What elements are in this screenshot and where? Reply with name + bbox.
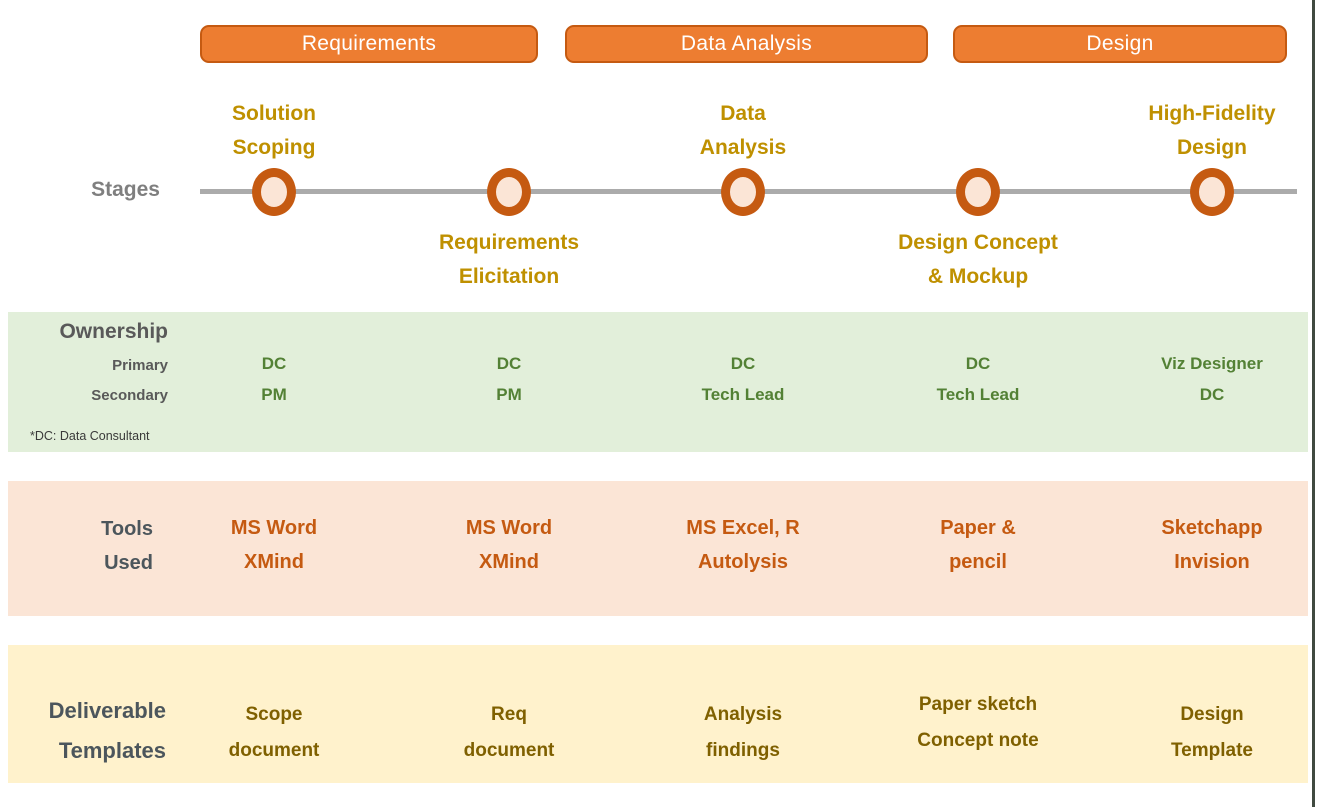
deliverables-title-line1: Deliverable xyxy=(48,698,166,723)
deliverables-section: Deliverable Templates Scope document Req… xyxy=(8,645,1308,783)
tools-section: Tools Used MS Word XMind MS Word XMind M… xyxy=(8,481,1308,616)
tools-cell-line: Invision xyxy=(1174,551,1250,573)
stage-label-solution-scoping: Solution Scoping xyxy=(174,97,374,165)
stage-label-line: High-Fidelity xyxy=(1148,102,1276,125)
deliverables-title-line2: Templates xyxy=(58,738,166,763)
tools-cell-line: MS Word xyxy=(465,517,553,539)
milestone-dot-requirements-elicitation xyxy=(487,168,531,216)
stage-label-design-concept-mockup: Design Concept & Mockup xyxy=(878,226,1078,294)
milestone-dot-data-analysis xyxy=(721,168,765,216)
ownership-primary-label: Primary xyxy=(112,357,168,374)
ownership-footnote: *DC: Data Consultant xyxy=(30,429,150,443)
tools-cell-line: XMind xyxy=(244,551,304,573)
stage-label-line: Scoping xyxy=(232,136,316,159)
stage-label-line: Analysis xyxy=(699,136,787,159)
ownership-primary-cell: DC xyxy=(965,354,991,373)
stage-label-line: Data xyxy=(720,102,766,125)
deliverable-cell-line: Paper sketch xyxy=(918,694,1038,715)
deliverable-cell-line: Template xyxy=(1170,740,1253,761)
deliverable-cell-line: Concept note xyxy=(917,730,1039,751)
ownership-secondary-label: Secondary xyxy=(91,387,168,404)
deliverable-cell-line: findings xyxy=(706,740,780,761)
deliverable-cell-line: Scope xyxy=(245,704,303,725)
phase-pill-data-analysis: Data Analysis xyxy=(565,25,928,63)
tools-title-line2: Used xyxy=(104,552,153,574)
milestone-dot-solution-scoping xyxy=(252,168,296,216)
deliverable-cell-line: Design xyxy=(1180,704,1244,725)
ownership-primary-cell: DC xyxy=(261,354,287,373)
ownership-primary-cell: Viz Designer xyxy=(1161,354,1263,373)
milestone-dot-design-concept xyxy=(956,168,1000,216)
ownership-secondary-cell: PM xyxy=(496,385,522,404)
tools-cell-line: MS Word xyxy=(230,517,318,539)
ownership-secondary-cell: DC xyxy=(1199,385,1225,404)
stages-axis-label: Stages xyxy=(91,178,160,201)
tools-cell: Sketchapp Invision xyxy=(1102,511,1320,579)
deliverable-cell: Req document xyxy=(399,697,619,769)
ownership-primary-cell: DC xyxy=(496,354,522,373)
tools-cell-line: Sketchapp xyxy=(1161,517,1263,539)
deliverable-cell: Analysis findings xyxy=(633,697,853,769)
tools-cell-line: MS Excel, R xyxy=(686,517,800,539)
tools-cell: MS Word XMind xyxy=(399,511,619,579)
milestone-dot-high-fidelity-design xyxy=(1190,168,1234,216)
ownership-primary-cell: DC xyxy=(730,354,756,373)
deliverable-cell: Scope document xyxy=(164,697,384,769)
stage-label-high-fidelity-design: High-Fidelity Design xyxy=(1112,97,1312,165)
deliverable-cell-line: Analysis xyxy=(703,704,783,725)
phase-pill-requirements: Requirements xyxy=(200,25,538,63)
deliverable-cell-line: document xyxy=(228,740,320,761)
ownership-secondary-cell: PM xyxy=(261,385,287,404)
stage-label-line: Solution xyxy=(232,102,316,125)
phase-pill-design: Design xyxy=(953,25,1287,63)
stage-label-requirements-elicitation: Requirements Elicitation xyxy=(409,226,609,294)
tools-cell-line: XMind xyxy=(479,551,539,573)
stage-label-line: & Mockup xyxy=(927,265,1029,288)
tools-cell-line: Autolysis xyxy=(697,551,789,573)
phase-pill-label: Requirements xyxy=(301,32,437,55)
tools-cell: MS Word XMind xyxy=(164,511,384,579)
ownership-secondary-cell: Tech Lead xyxy=(701,385,785,404)
tools-cell: Paper & pencil xyxy=(868,511,1088,579)
stage-label-line: Elicitation xyxy=(458,265,560,288)
ownership-title: Ownership xyxy=(59,320,168,343)
deliverable-cell-line: Req xyxy=(491,704,527,725)
stage-label-line: Design xyxy=(1176,136,1247,159)
phase-pill-label: Data Analysis xyxy=(680,32,813,55)
stage-label-line: Requirements xyxy=(438,231,580,254)
ownership-section: Ownership Primary Secondary *DC: Data Co… xyxy=(8,312,1308,452)
stage-label-line: Design Concept xyxy=(898,231,1058,254)
deliverable-cell: Design Template xyxy=(1102,697,1320,769)
phase-pill-label: Design xyxy=(1086,32,1154,55)
tools-cell: MS Excel, R Autolysis xyxy=(633,511,853,579)
deliverable-cell-line: document xyxy=(463,740,555,761)
stage-label-data-analysis: Data Analysis xyxy=(643,97,843,165)
tools-title-line1: Tools xyxy=(101,518,153,540)
tools-cell-line: pencil xyxy=(949,551,1007,573)
ownership-secondary-cell: Tech Lead xyxy=(936,385,1020,404)
slide-edge-border xyxy=(1312,0,1315,807)
tools-cell-line: Paper & xyxy=(940,517,1016,539)
deliverable-cell: Paper sketch Concept note xyxy=(868,687,1088,759)
